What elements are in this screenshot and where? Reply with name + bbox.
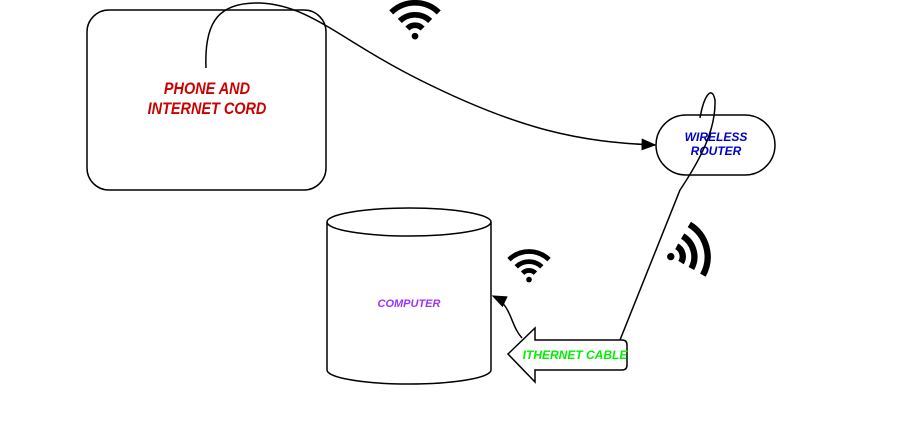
wifi-icon [509,252,549,283]
router-label-line1: WIRELESS [685,130,748,144]
router-label-line2: ROUTER [691,144,742,158]
phone-cord-label-line1: PHONE AND [164,80,250,98]
phone-and-internet-cord-node: PHONE AND INTERNET CORD [86,9,327,191]
ethernet-to-computer-connector [491,295,523,339]
ethernet-cable-arrow: ITHERNET CABLE [506,326,629,384]
computer-node: COMPUTER [326,207,492,385]
computer-label: COMPUTER [378,298,441,310]
wireless-router-node: WIRELESS ROUTER [655,114,776,176]
wifi-icon [660,222,713,283]
wifi-icon [391,3,439,40]
ethernet-cable-line [619,92,716,341]
ethernet-label: ITHERNET CABLE [523,348,629,362]
phone-cord-label-line2: INTERNET CORD [148,100,267,118]
phone-cord-connector [205,2,657,151]
